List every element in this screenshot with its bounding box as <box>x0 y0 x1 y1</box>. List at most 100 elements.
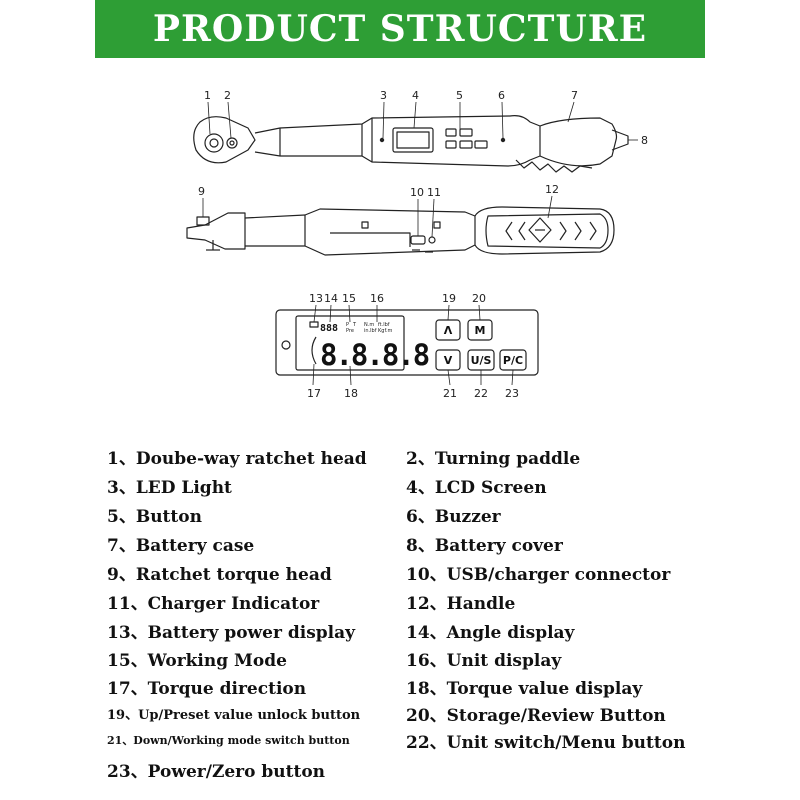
battery-icon <box>309 321 319 328</box>
leader-lines <box>202 101 638 386</box>
callout-6: 6 <box>498 89 505 102</box>
battery-digits: 888 <box>320 323 338 334</box>
down-button-label: V <box>444 354 453 367</box>
legend-item: 2、Turning paddle <box>406 449 581 469</box>
m-button-label: M <box>475 324 486 337</box>
legend-item: 23、Power/Zero button <box>107 762 326 782</box>
legend-item: 13、Battery power display <box>107 623 356 643</box>
header-banner: PRODUCT STRUCTURE <box>95 0 705 58</box>
led-light <box>379 137 385 143</box>
callout-12: 12 <box>545 183 559 196</box>
up-button-label: Λ <box>444 324 453 337</box>
callout-11: 11 <box>427 186 441 199</box>
shaft-bottom-edge <box>254 151 373 163</box>
button-up-small <box>445 128 457 137</box>
legend-item: 14、Angle display <box>406 623 575 643</box>
mode-p: P <box>346 322 349 328</box>
us-button-label: U/S <box>471 354 492 367</box>
callout-7: 7 <box>571 89 578 102</box>
callout-23: 23 <box>505 387 519 400</box>
callout-19: 19 <box>442 292 456 305</box>
unit-kgf: Kgf.m <box>378 328 392 334</box>
handle-outline <box>539 117 618 167</box>
turning-paddle-center <box>229 140 235 146</box>
page-title: PRODUCT STRUCTURE <box>152 8 648 50</box>
callout-3: 3 <box>380 89 387 102</box>
legend-item: 22、Unit switch/Menu button <box>406 733 686 753</box>
callout-1: 1 <box>204 89 211 102</box>
callout-22: 22 <box>474 387 488 400</box>
callout-4: 4 <box>412 89 419 102</box>
legend-item: 10、USB/charger connector <box>406 565 671 585</box>
legend-item: 18、Torque value display <box>406 679 643 699</box>
panel-screw <box>281 340 291 350</box>
usb-charger-connector <box>410 235 426 245</box>
ratchet-drive-inner <box>209 138 219 148</box>
ratchet-head-outline <box>193 116 256 164</box>
legend-item: 17、Torque direction <box>107 679 307 699</box>
button-pc-small <box>474 140 488 149</box>
callout-14: 14 <box>324 292 338 305</box>
shaft-top-edge <box>254 117 373 134</box>
legend-item: 6、Buzzer <box>406 507 501 527</box>
legend-item: 3、LED Light <box>107 478 232 498</box>
callout-15: 15 <box>342 292 356 305</box>
mode-pre: Pre <box>346 328 354 334</box>
charger-indicator <box>428 236 436 244</box>
legend-item: 9、Ratchet torque head <box>107 565 332 585</box>
callout-17: 17 <box>307 387 321 400</box>
legend-item: 1、Doube-way ratchet head <box>107 449 367 469</box>
callout-18: 18 <box>344 387 358 400</box>
unit-nm: N.m <box>364 322 374 328</box>
buzzer <box>500 137 506 143</box>
side-clip-2 <box>433 221 441 229</box>
wrench-side-view <box>186 206 615 256</box>
callout-2: 2 <box>224 89 231 102</box>
legend-item: 11、Charger Indicator <box>107 594 320 614</box>
handle-chevron-3 <box>559 221 567 241</box>
legend-item: 5、Button <box>107 507 202 527</box>
button-down-small <box>445 140 457 149</box>
handle-chevron-2 <box>518 221 526 241</box>
side-handle <box>474 206 615 255</box>
callout-9: 9 <box>198 185 205 198</box>
legend-item: 15、Working Mode <box>107 651 287 671</box>
legend-item: 16、Unit display <box>406 651 562 671</box>
callout-13: 13 <box>309 292 323 305</box>
handle-chevron-1 <box>505 221 513 241</box>
handle-chevron-4 <box>574 221 582 241</box>
wrench-top-view <box>193 115 629 173</box>
panel-outline <box>275 309 539 376</box>
side-clip-1 <box>361 221 369 229</box>
pc-button-label: P/C <box>503 354 523 367</box>
button-us-small <box>459 140 473 149</box>
callout-5: 5 <box>456 89 463 102</box>
callout-20: 20 <box>472 292 486 305</box>
mode-t: T <box>352 322 357 328</box>
ratchet-drive <box>204 133 224 153</box>
legend-item: 19、Up/Preset value unlock button <box>107 708 361 723</box>
lcd-screen <box>392 127 434 153</box>
handle-diamond <box>528 217 552 243</box>
legend-item: 8、Battery cover <box>406 536 563 556</box>
button-m-small <box>459 128 473 137</box>
lcd-screen-inner <box>396 131 430 149</box>
handle-grip <box>515 159 593 173</box>
side-shaft-top <box>244 208 476 219</box>
legend-item: 12、Handle <box>406 594 516 614</box>
legend-item: 21、Down/Working mode switch button <box>107 734 350 747</box>
legend-item: 4、LCD Screen <box>406 478 547 498</box>
ratchet-torque-head <box>186 212 246 250</box>
turning-paddle <box>226 137 238 149</box>
side-handle-inner <box>485 213 609 249</box>
callout-8: 8 <box>641 134 648 147</box>
structure-diagram: 888 P T Pre N.m ft.lbf in.lbf Kgf.m 8.8.… <box>186 89 648 400</box>
side-shaft-bottom <box>245 244 476 256</box>
side-body-line <box>330 232 411 247</box>
handle-chevron-5 <box>589 221 597 241</box>
unit-lbf: ft.lbf <box>378 322 390 328</box>
torque-digits: 8.8.8.8 <box>320 338 429 372</box>
torque-direction-arc <box>311 336 317 365</box>
callout-16: 16 <box>370 292 384 305</box>
callout-10: 10 <box>410 186 424 199</box>
